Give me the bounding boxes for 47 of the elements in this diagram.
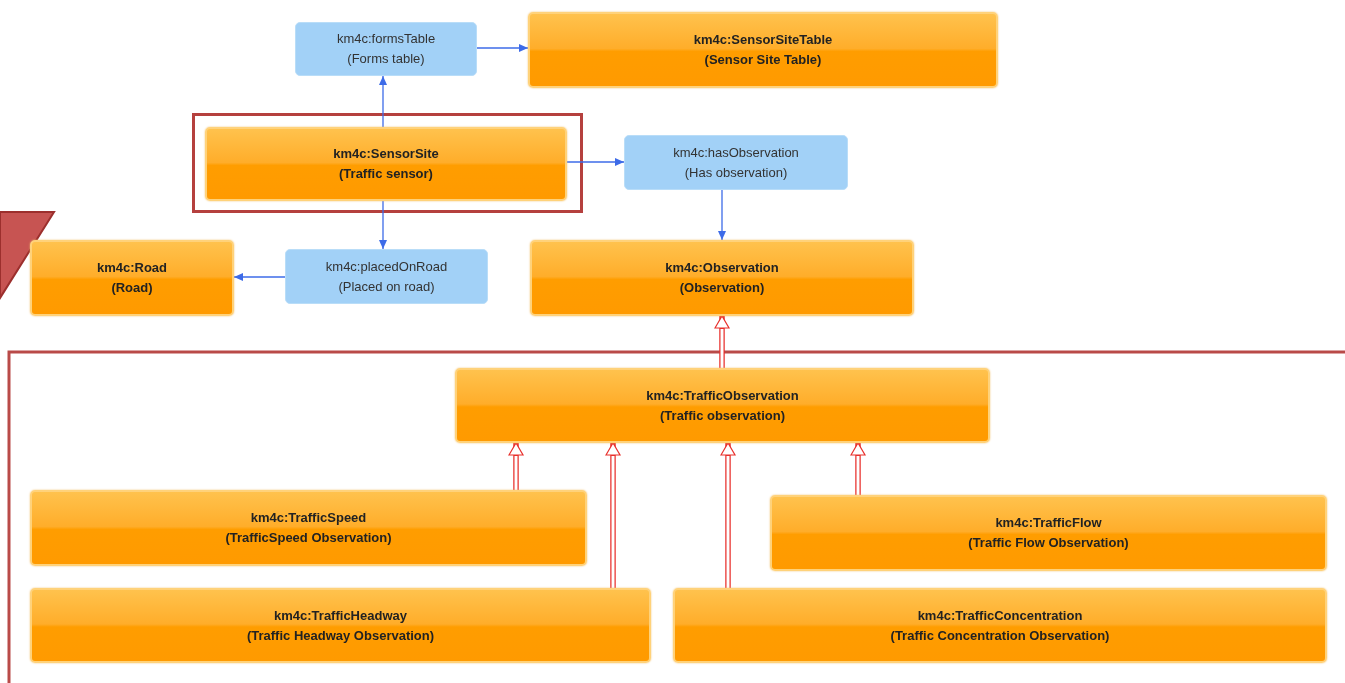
node-subtitle: (Has observation) (684, 163, 788, 182)
arrow (476, 44, 529, 52)
node-title: km4c:placedOnRoad (325, 257, 448, 276)
arrow (566, 158, 625, 166)
node-subtitle: (Forms table) (347, 50, 425, 68)
arrow (233, 273, 286, 281)
class-box (30, 240, 234, 316)
node-subtitle: (Placed on road) (338, 277, 435, 296)
inheritance-arrow (508, 442, 524, 490)
node-subtitle: (Traffic Headway Observation) (246, 626, 435, 645)
node-title: km4c:Observation (665, 259, 779, 277)
node-title: km4c:TrafficSpeed (250, 509, 367, 527)
node-subtitle: (Traffic Concentration Observation) (890, 626, 1110, 645)
class-box (770, 495, 1327, 571)
class-box (30, 588, 651, 663)
class-box (30, 490, 587, 566)
class-box (205, 127, 567, 201)
node-subtitle: (Traffic Flow Observation) (968, 534, 1129, 552)
class-box (455, 368, 990, 443)
class-box (528, 12, 998, 88)
inheritance-arrow (850, 442, 866, 495)
node-title: km4c:TrafficHeadway (274, 606, 407, 625)
node-subtitle: (Observation) (679, 279, 765, 297)
class-box (530, 240, 914, 316)
node-title: km4c:hasObservation (673, 143, 799, 162)
node-title: km4c:TrafficFlow (995, 514, 1102, 532)
node-subtitle: (Traffic observation) (660, 406, 785, 425)
inheritance-arrow (605, 442, 621, 588)
node-title: km4c:Road (96, 259, 168, 277)
node-subtitle: (Sensor Site Table) (704, 51, 822, 69)
property-box (624, 135, 848, 190)
node-title: km4c:TrafficConcentration (917, 606, 1083, 625)
arrow (379, 200, 387, 250)
inheritance-arrow (720, 442, 736, 588)
arrow (379, 75, 387, 128)
node-subtitle: (Road) (111, 279, 153, 297)
class-box (673, 588, 1327, 663)
node-subtitle: (Traffic sensor) (339, 165, 433, 183)
inheritance-arrow (714, 315, 730, 368)
node-title: km4c:formsTable (336, 30, 436, 48)
node-subtitle: (TrafficSpeed Observation) (225, 529, 392, 547)
node-title: km4c:SensorSite (333, 145, 439, 163)
property-box (285, 249, 488, 304)
arrow (718, 189, 726, 241)
node-title: km4c:SensorSiteTable (693, 31, 833, 49)
node-title: km4c:TrafficObservation (646, 386, 799, 405)
property-box (295, 22, 477, 76)
